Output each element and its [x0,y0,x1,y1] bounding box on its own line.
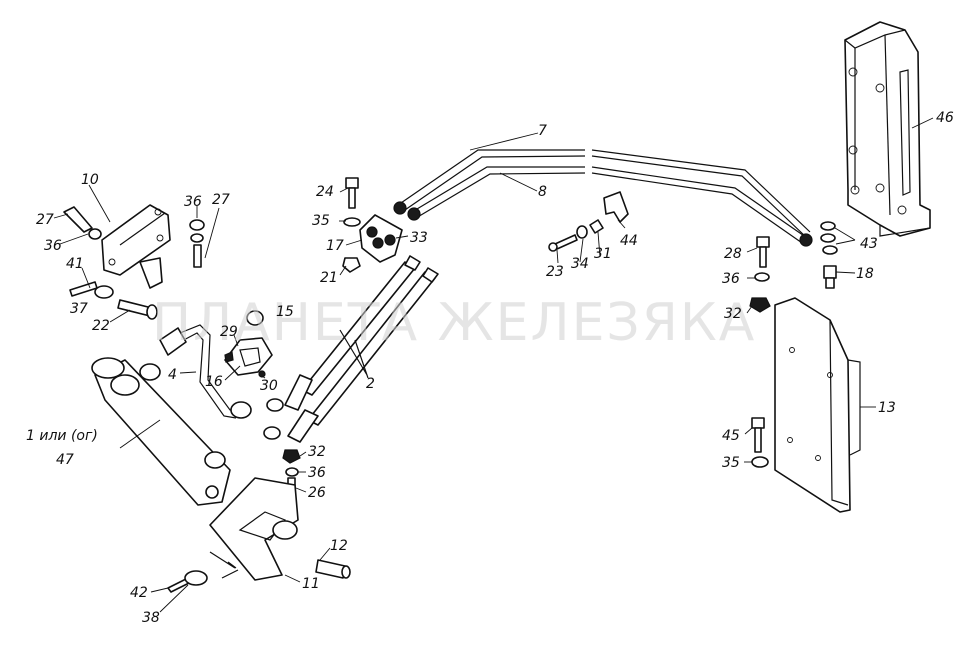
label-36-top: 36 [184,194,202,210]
bracket-11 [167,477,351,593]
label-42: 42 [130,585,148,601]
label-32-right: 32 [724,306,742,322]
label-30: 30 [260,378,278,394]
label-12: 12 [330,538,348,554]
label-8: 8 [538,184,547,200]
label-41: 41 [66,256,84,272]
label-11: 11 [302,576,320,592]
label-1: 1 или (ог) [26,428,98,444]
label-38: 38 [142,610,160,626]
label-28: 28 [724,246,742,262]
label-46: 46 [936,110,954,126]
label-33: 33 [410,230,428,246]
label-2: 2 [366,376,375,392]
tube-4 [159,324,252,419]
label-26: 26 [308,485,326,501]
label-32-center: 32 [308,444,326,460]
cylinder-1 [91,357,231,506]
label-4: 4 [168,367,177,383]
label-21: 21 [320,270,338,286]
label-22: 22 [92,318,110,334]
watermark-text: ПЛАНЕТА ЖЕЛЕЗЯКА [152,293,756,353]
label-45: 45 [722,428,740,444]
leader-lines [53,117,934,613]
label-23: 23 [546,264,564,280]
label-18: 18 [856,266,874,282]
label-47: 47 [56,452,74,468]
label-27-left: 27 [36,212,54,228]
part-33-bracket [359,214,403,263]
part-46-bracket [844,21,931,237]
label-35-right: 35 [722,455,740,471]
label-1-suffix: или (ог) [39,428,97,444]
tube-7-8 [393,149,813,247]
label-24: 24 [316,184,334,200]
label-35-center: 35 [312,213,330,229]
left-fasteners [63,206,205,320]
part-13-plate [774,297,861,513]
part-labels: 10 27 36 36 27 41 37 22 29 15 4 16 30 1 … [26,110,954,626]
part-44-clip [603,191,629,223]
label-36-left: 36 [44,238,62,254]
label-43: 43 [860,236,878,252]
label-31: 31 [594,246,612,262]
label-7: 7 [538,123,547,139]
clamp-15-16 [224,310,273,378]
label-16: 16 [205,374,223,390]
label-1-number: 1 [26,428,35,444]
label-37: 37 [70,301,88,317]
label-44: 44 [620,233,638,249]
hoses-2 [263,255,439,443]
part-24-bolt [342,177,361,273]
label-34: 34 [571,256,589,272]
part-23-bolt [548,219,604,252]
label-36-center: 36 [308,465,326,481]
right-fasteners [749,221,838,468]
label-15: 15 [276,304,294,320]
bracket-10 [101,204,171,289]
label-13: 13 [878,400,896,416]
label-10: 10 [81,172,99,188]
label-29: 29 [220,324,238,340]
label-36-right: 36 [722,271,740,287]
label-27-right: 27 [212,192,230,208]
label-17: 17 [326,238,344,254]
